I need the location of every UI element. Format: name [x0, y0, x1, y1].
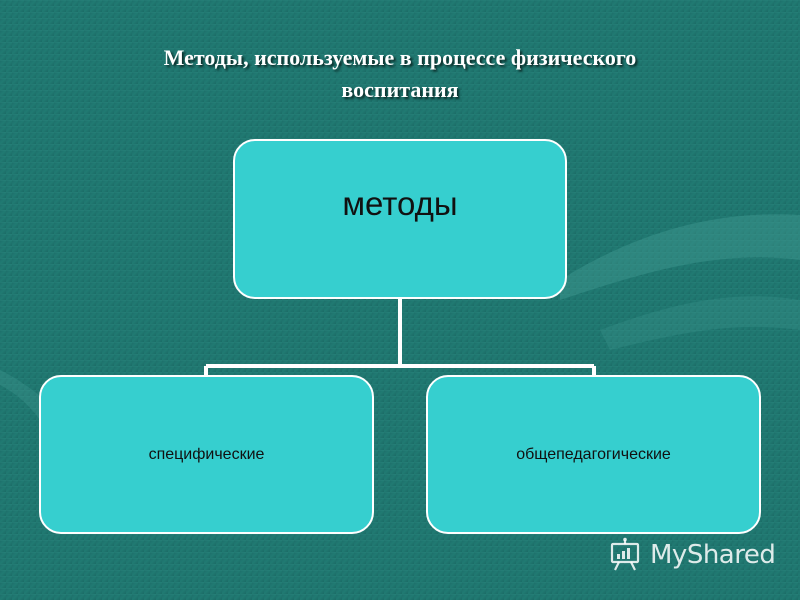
background-swoosh — [600, 296, 800, 350]
diagram-node-root-label: методы — [342, 185, 458, 222]
diagram-node-general-pedagogical: общепедагогические — [426, 375, 761, 534]
diagram-node-general-pedagogical-label: общепедагогические — [516, 445, 671, 463]
diagram-node-specific-label: специфические — [148, 445, 265, 463]
background-swoosh — [560, 214, 800, 300]
diagram-node-root: методы — [233, 139, 567, 299]
slide-title-line2: воспитания — [341, 77, 459, 102]
slide-title: Методы, используемые в процессе физическ… — [60, 42, 740, 106]
watermark: MyShared — [606, 536, 776, 574]
diagram-node-specific: специфические — [39, 375, 374, 534]
slide-title-line1: Методы, используемые в процессе физическ… — [163, 45, 637, 70]
presentation-board-icon — [610, 537, 640, 571]
watermark-text: MyShared — [650, 540, 776, 570]
